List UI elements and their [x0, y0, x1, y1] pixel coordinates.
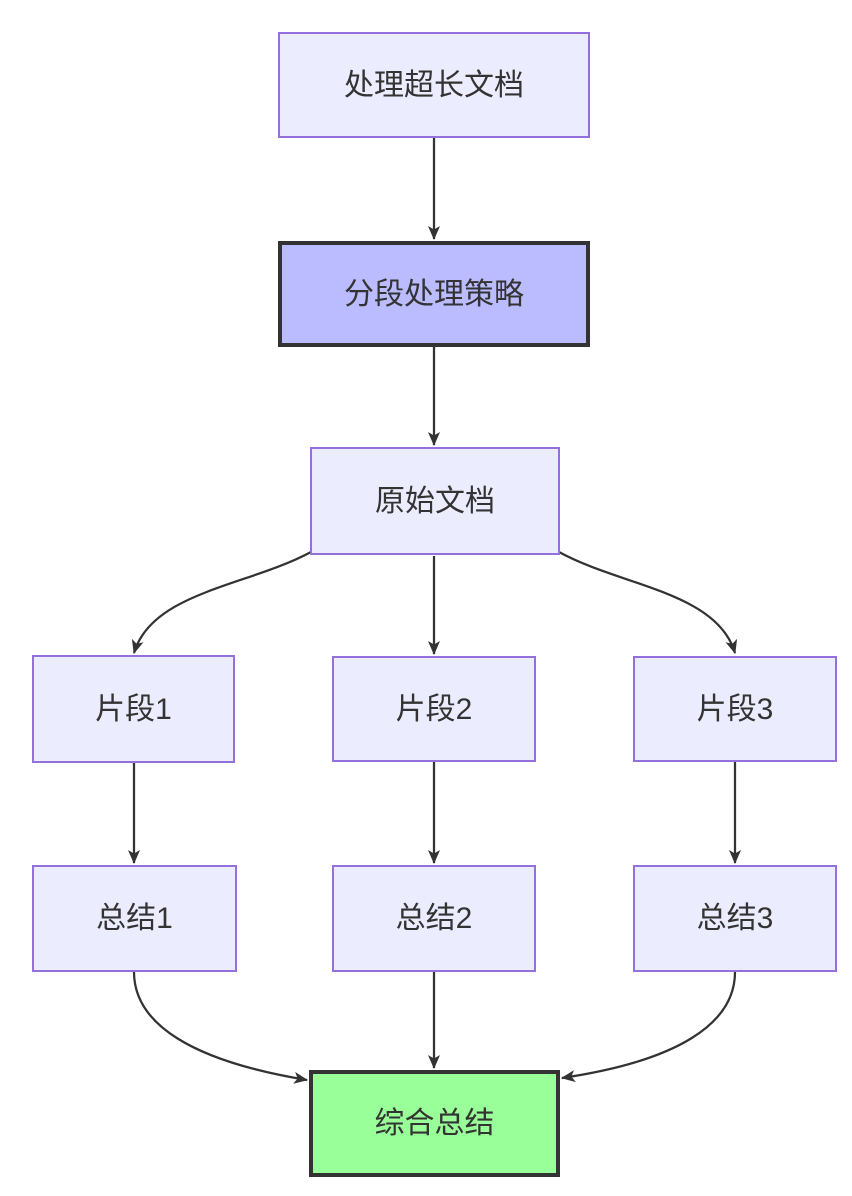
node-handle-long-doc-label: 处理超长文档 — [344, 68, 524, 102]
node-original-doc-label: 原始文档 — [375, 484, 495, 518]
node-segment-strategy-label: 分段处理策略 — [344, 277, 524, 311]
edge-original-doc-to-fragment-3 — [558, 551, 738, 654]
node-summary-1: 总结1 — [32, 865, 237, 972]
node-combined-summary-label: 综合总结 — [374, 1107, 495, 1140]
edge-summary-1-to-combined-summary — [132, 971, 308, 1084]
node-fragment-2: 片段2 — [332, 656, 536, 762]
node-segment-strategy: 分段处理策略 — [278, 241, 590, 347]
node-fragment-2-label: 片段2 — [395, 692, 473, 726]
node-summary-1-label: 总结1 — [96, 902, 173, 935]
node-fragment-3-label: 片段3 — [696, 692, 774, 726]
node-summary-2-label: 总结2 — [395, 902, 473, 935]
edge-original-doc-to-fragment-1 — [131, 551, 312, 654]
node-handle-long-doc: 处理超长文档 — [278, 32, 590, 138]
node-combined-summary: 综合总结 — [309, 1070, 560, 1177]
node-summary-2: 总结2 — [332, 865, 536, 972]
node-fragment-1-label: 片段1 — [95, 692, 172, 726]
node-summary-3: 总结3 — [633, 865, 837, 972]
node-summary-3-label: 总结3 — [696, 902, 774, 935]
node-fragment-3: 片段3 — [633, 656, 837, 762]
edge-summary-3-to-combined-summary — [561, 971, 737, 1083]
node-original-doc: 原始文档 — [310, 447, 560, 555]
node-fragment-1: 片段1 — [32, 655, 235, 763]
